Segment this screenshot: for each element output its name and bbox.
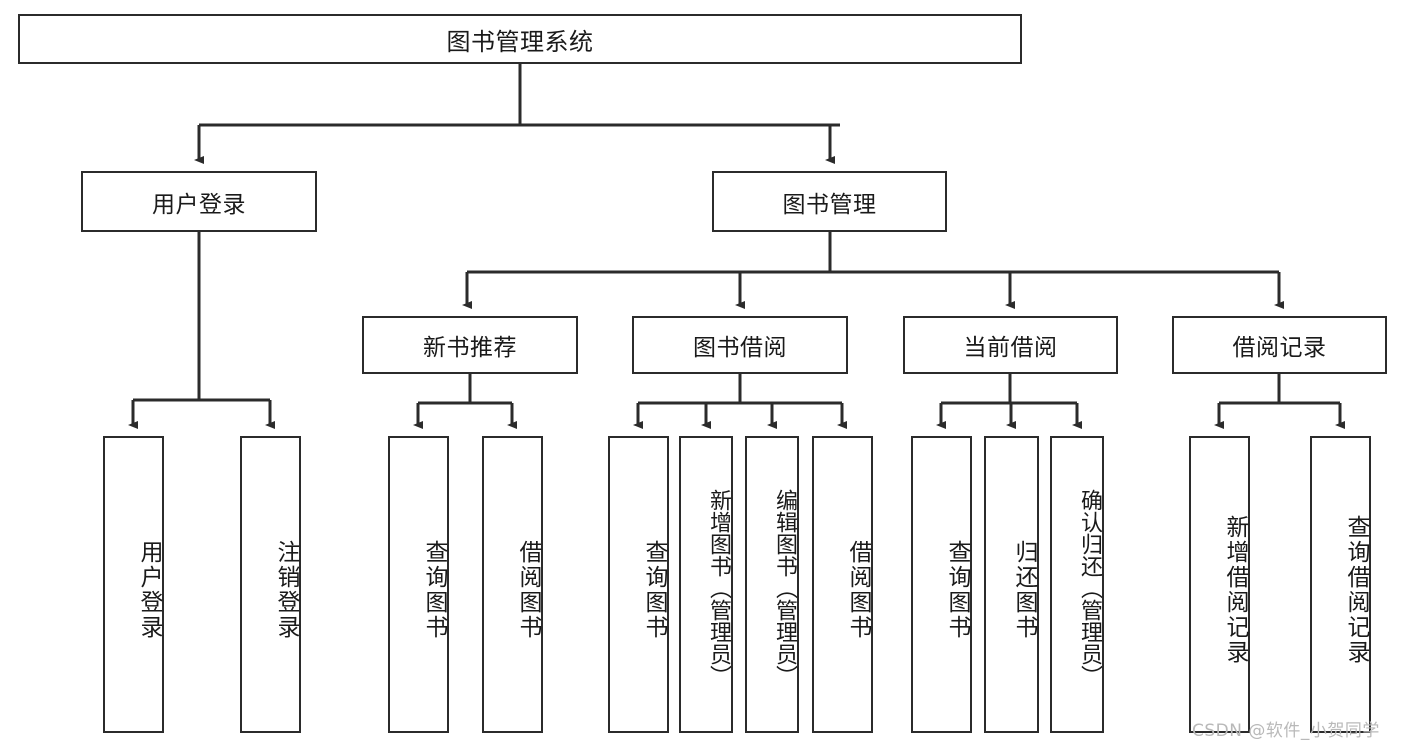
node-leaf-query-book-1[interactable]: 查询图书 — [388, 436, 449, 733]
node-borrow-records[interactable]: 借阅记录 — [1172, 316, 1387, 374]
node-leaf-logout[interactable]: 注销登录 — [240, 436, 301, 733]
node-leaf-edit-book[interactable]: 编辑图书（管理员） — [745, 436, 799, 733]
node-new-book-recommend[interactable]: 新书推荐 — [362, 316, 578, 374]
node-root[interactable]: 图书管理系统 — [18, 14, 1022, 64]
node-leaf-query-book-3[interactable]: 查询图书 — [911, 436, 972, 733]
node-leaf-query-book-2[interactable]: 查询图书 — [608, 436, 669, 733]
node-current-borrow[interactable]: 当前借阅 — [903, 316, 1118, 374]
node-leaf-add-record[interactable]: 新增借阅记录 — [1189, 436, 1250, 733]
node-leaf-borrow-book-1[interactable]: 借阅图书 — [482, 436, 543, 733]
node-leaf-user-login[interactable]: 用户登录 — [103, 436, 164, 733]
node-leaf-confirm-return[interactable]: 确认归还（管理员） — [1050, 436, 1104, 733]
csdn-watermark: CSDN @软件_小贺同学 — [1192, 721, 1380, 741]
node-leaf-return-book[interactable]: 归还图书 — [984, 436, 1039, 733]
node-book-borrow[interactable]: 图书借阅 — [632, 316, 848, 374]
node-leaf-borrow-book-2[interactable]: 借阅图书 — [812, 436, 873, 733]
node-leaf-query-record[interactable]: 查询借阅记录 — [1310, 436, 1371, 733]
node-leaf-add-book[interactable]: 新增图书（管理员） — [679, 436, 733, 733]
node-user-login[interactable]: 用户登录 — [81, 171, 317, 232]
node-book-manage[interactable]: 图书管理 — [712, 171, 947, 232]
